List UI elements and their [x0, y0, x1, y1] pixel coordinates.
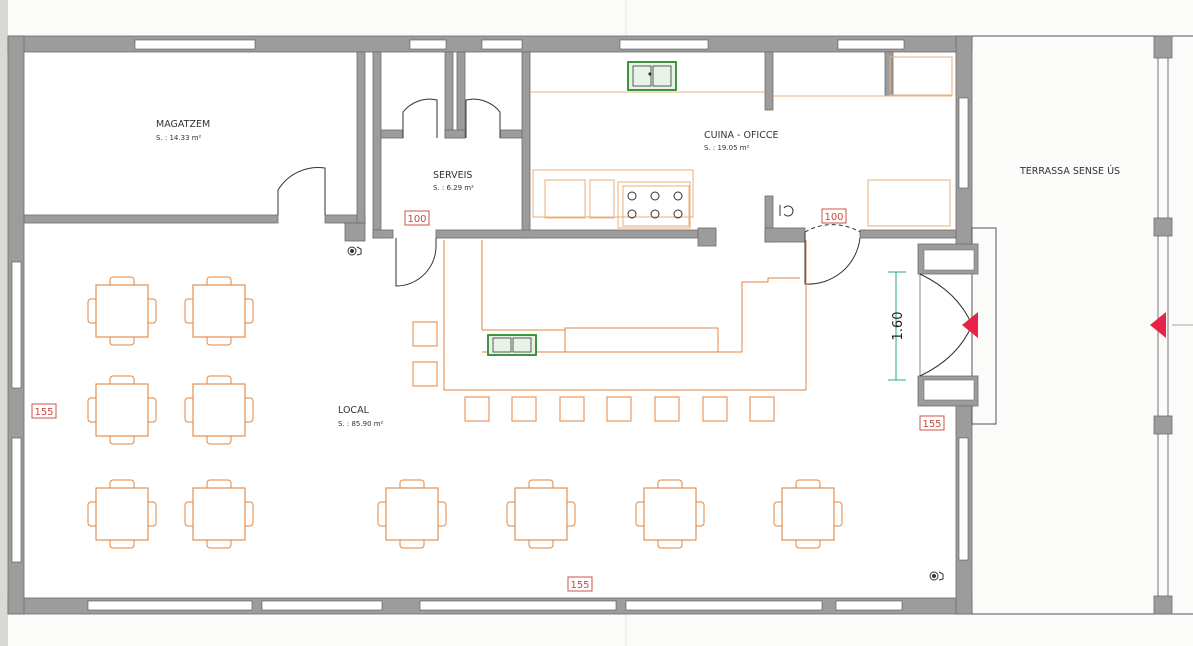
dining-table: [184, 276, 254, 346]
svg-text:155: 155: [570, 580, 589, 591]
room-name-serveis: SERVEIS: [433, 170, 472, 181]
windows: [11, 39, 969, 611]
kitchen-sink-icon: [627, 61, 677, 91]
room-name-terrassa: TERRASSA SENSE ÚS: [1019, 165, 1120, 177]
cooktop: [622, 185, 690, 227]
extinguisher-icon: [347, 246, 362, 256]
room-area-serveis: S. : 6.29 m²: [433, 184, 474, 192]
svg-text:100: 100: [824, 212, 843, 223]
table-top: [192, 284, 246, 338]
bar-counter: [443, 240, 807, 391]
kitchen-furniture: [530, 56, 953, 229]
dining-table: [87, 276, 157, 346]
extinguisher-icon: [929, 571, 944, 581]
terrace-arrow: [1150, 312, 1166, 338]
room-name-magatzem: MAGATZEM: [156, 119, 210, 130]
table-top: [95, 284, 149, 338]
dining-table: [184, 479, 254, 549]
dining-table: [184, 375, 254, 445]
table-top: [95, 487, 149, 541]
height-tag: 155: [31, 403, 57, 419]
doors: [277, 98, 861, 287]
table-top: [643, 487, 697, 541]
svg-text:155: 155: [34, 407, 53, 418]
dining-table: [377, 479, 447, 549]
wash-basin-icon: [779, 205, 794, 217]
bar-sink-icon: [487, 334, 537, 356]
dining-table: [87, 479, 157, 549]
dining-table: [635, 479, 705, 549]
dining-tables: [87, 276, 843, 549]
table-top: [385, 487, 439, 541]
svg-text:100: 100: [407, 214, 426, 225]
entrance-width-label: 1.60: [891, 312, 906, 341]
table-top: [95, 383, 149, 437]
room-name-local: LOCAL: [338, 405, 370, 416]
svg-text:155: 155: [922, 419, 941, 430]
table-top: [192, 487, 246, 541]
entrance-vestibule: [917, 227, 997, 425]
height-tag: 100: [404, 210, 430, 226]
dining-table: [773, 479, 843, 549]
table-top: [514, 487, 568, 541]
dining-table: [506, 479, 576, 549]
entrance-dimension: [888, 271, 906, 381]
dining-table: [87, 375, 157, 445]
height-tag: 100: [821, 208, 847, 224]
room-area-magatzem: S. : 14.33 m²: [156, 134, 202, 142]
entrance-arrow: [962, 312, 978, 338]
table-top: [781, 487, 835, 541]
bar-stools: [412, 321, 775, 422]
room-area-local: S. : 85.90 m²: [338, 420, 384, 428]
table-top: [192, 383, 246, 437]
room-area-cuina: S. : 19.05 m²: [704, 144, 750, 152]
height-tag: 155: [919, 415, 945, 431]
height-tag: 155: [567, 576, 593, 592]
burner-icons: [627, 191, 683, 219]
terrace: [972, 35, 1193, 615]
room-name-cuina: CUINA - OFICCE: [704, 130, 778, 141]
